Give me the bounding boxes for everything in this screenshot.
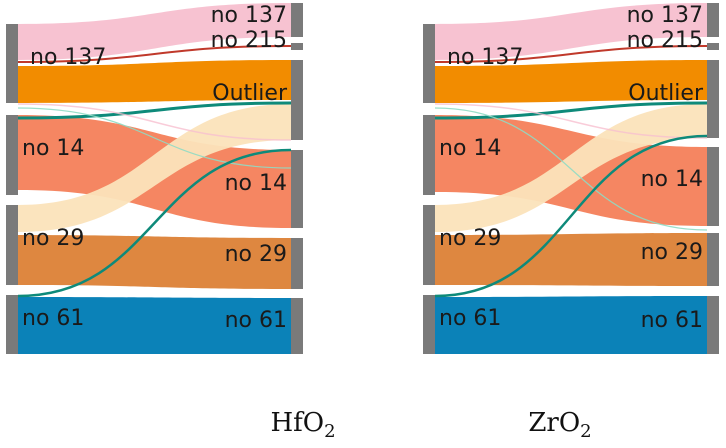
node-label-right: no 14 bbox=[225, 171, 287, 196]
flow-137-to-outlier bbox=[435, 60, 707, 103]
node-bar-right-r61 bbox=[291, 298, 303, 354]
node-bar-left-l14 bbox=[423, 115, 435, 195]
node-bar-right-r61 bbox=[707, 296, 719, 354]
node-bar-right-r215 bbox=[707, 43, 719, 50]
flow-137-to-14 bbox=[17, 107, 292, 169]
node-label-right: Outlier bbox=[212, 81, 288, 106]
flow-14-to-outlier bbox=[17, 101, 292, 120]
caption-main: ZrO bbox=[528, 408, 580, 438]
node-bar-right-rout bbox=[707, 60, 719, 138]
node-label-left: no 14 bbox=[439, 136, 501, 161]
flow-61-to-14 bbox=[17, 148, 292, 298]
node-label-right: no 137 bbox=[211, 3, 287, 28]
node-bar-right-r14 bbox=[291, 150, 303, 228]
panel-caption: ZrO2 bbox=[528, 408, 591, 442]
node-label-right: no 61 bbox=[225, 308, 287, 333]
node-label-right: no 137 bbox=[627, 3, 703, 28]
node-label-left: no 29 bbox=[439, 226, 501, 251]
caption-main: HfO bbox=[270, 408, 324, 438]
flow-61-to-61 bbox=[18, 297, 291, 354]
flow-137-thin bbox=[434, 103, 708, 139]
node-label-right: no 215 bbox=[211, 28, 287, 53]
flow-29-to-29 bbox=[435, 233, 707, 286]
flow-137-thin bbox=[17, 103, 292, 141]
flow-137-to-outlier bbox=[18, 60, 291, 103]
node-bar-right-r29 bbox=[291, 238, 303, 289]
node-bar-right-r29 bbox=[707, 233, 719, 286]
node-label-left: no 14 bbox=[22, 136, 84, 161]
node-label-left: no 61 bbox=[439, 306, 501, 331]
flow-61-to-61 bbox=[435, 296, 707, 354]
flow-137-to-29 bbox=[434, 107, 708, 231]
node-bar-left-l137 bbox=[423, 24, 435, 103]
node-bar-left-l29 bbox=[6, 205, 18, 285]
flow-29-to-29 bbox=[18, 235, 291, 289]
flow-137-to-137 bbox=[18, 3, 291, 60]
flow-137-to-215 bbox=[17, 45, 292, 63]
panel-caption: HfO2 bbox=[270, 408, 335, 442]
node-label-left: no 137 bbox=[447, 45, 523, 70]
flow-29-to-outlier bbox=[435, 104, 707, 232]
node-bar-left-l61 bbox=[423, 295, 435, 354]
node-label-right: no 61 bbox=[641, 308, 703, 333]
node-label-right: no 215 bbox=[627, 28, 703, 53]
flow-61-to-14 bbox=[434, 134, 708, 298]
node-bar-right-rout bbox=[291, 60, 303, 140]
flow-137-to-137 bbox=[435, 3, 707, 60]
node-bar-left-l61 bbox=[6, 295, 18, 354]
node-label-right: no 14 bbox=[641, 167, 703, 192]
node-bar-right-r14 bbox=[707, 147, 719, 226]
node-bar-left-l137 bbox=[6, 24, 18, 103]
node-bar-left-l14 bbox=[6, 115, 18, 195]
node-label-right: no 29 bbox=[225, 242, 287, 267]
node-label-right: no 29 bbox=[641, 240, 703, 265]
node-bar-right-r215 bbox=[291, 43, 303, 50]
flow-137-to-215 bbox=[434, 45, 708, 63]
node-label-left: no 61 bbox=[22, 306, 84, 331]
flow-14-to-outlier bbox=[434, 101, 708, 120]
caption-subscript: 2 bbox=[324, 421, 335, 442]
caption-subscript: 2 bbox=[580, 421, 591, 442]
node-bar-left-l29 bbox=[423, 205, 435, 285]
node-label-right: Outlier bbox=[628, 81, 704, 106]
node-label-left: no 137 bbox=[30, 45, 106, 70]
node-bar-right-r137 bbox=[707, 3, 719, 37]
node-label-left: no 29 bbox=[22, 226, 84, 251]
node-bar-right-r137 bbox=[291, 3, 303, 37]
